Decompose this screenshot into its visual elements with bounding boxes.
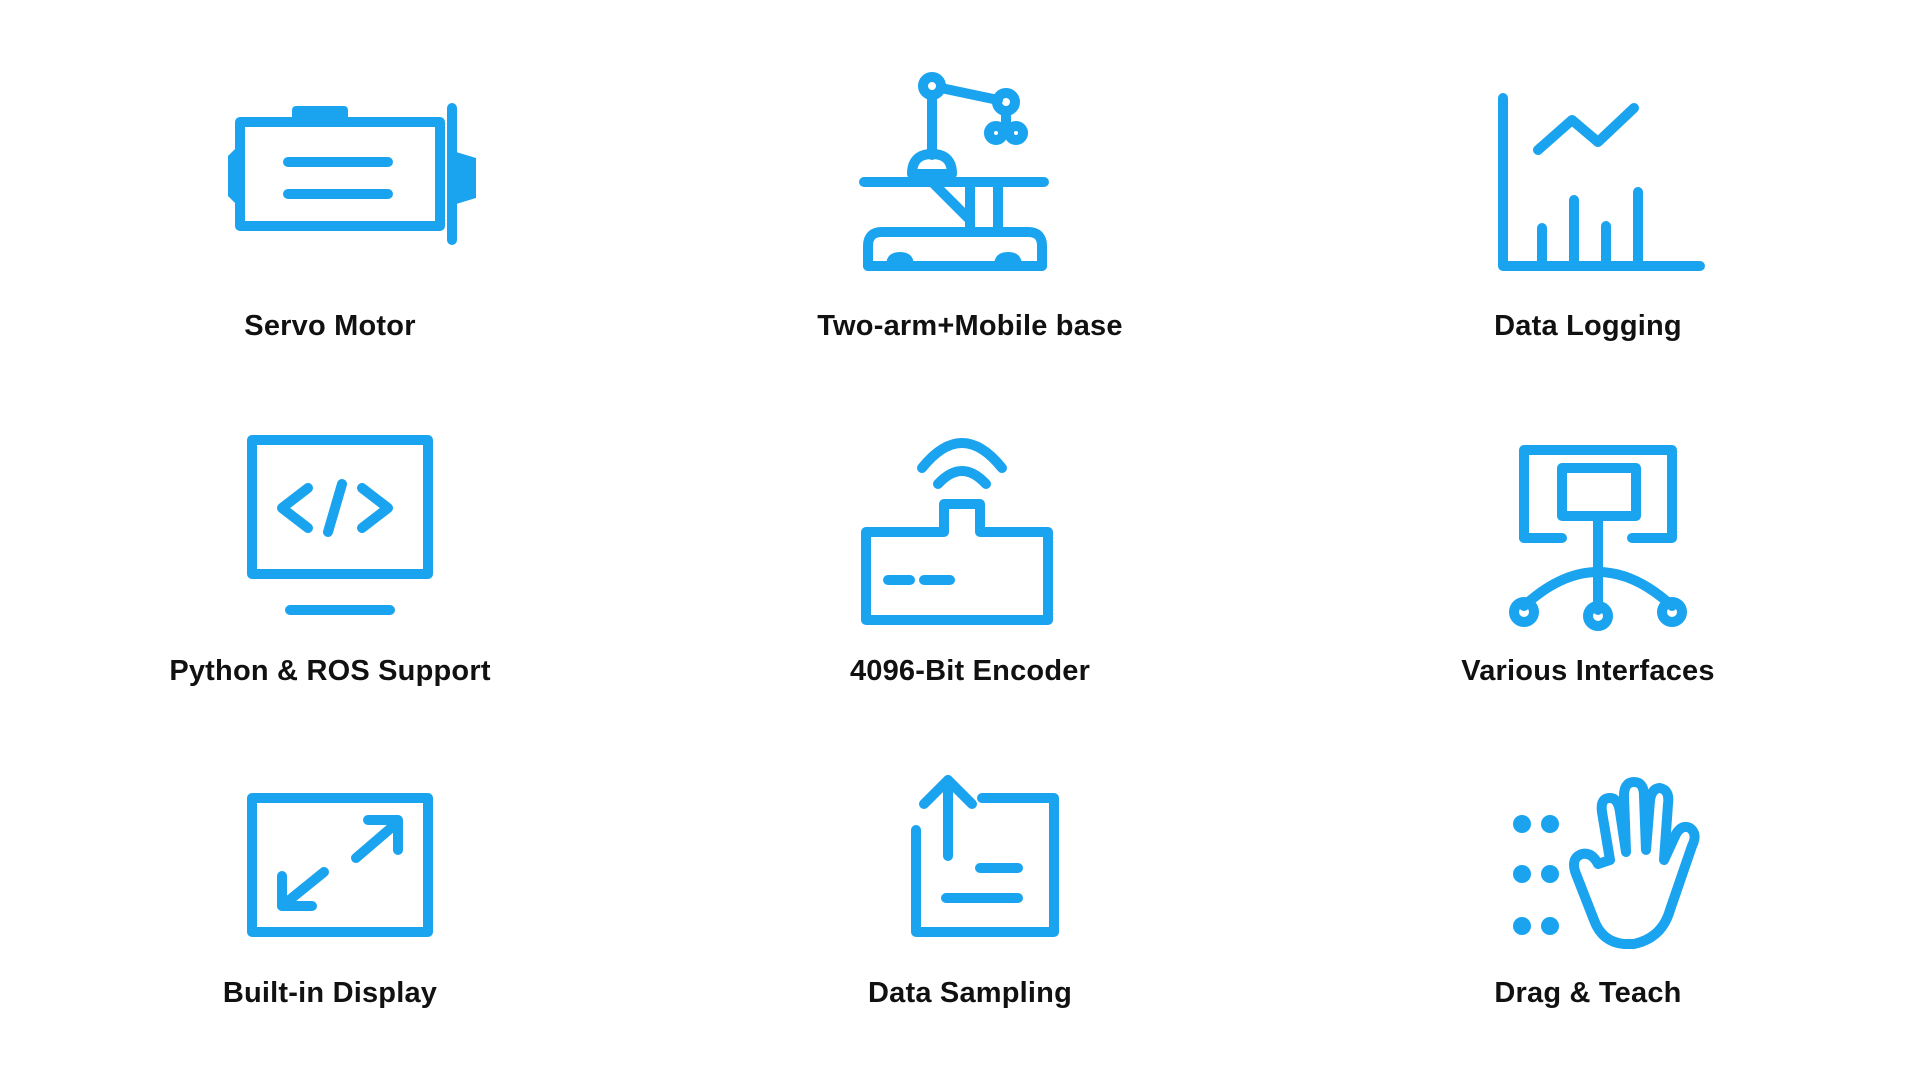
wireless-encoder-icon	[820, 420, 1120, 625]
feature-data-logging: Data Logging	[1268, 70, 1908, 370]
expand-display-icon	[180, 760, 480, 960]
feature-label: Servo Motor	[244, 310, 416, 342]
feature-two-arm-mobile-base: Two-arm+Mobile base	[650, 70, 1290, 370]
feature-label: Built-in Display	[222, 977, 438, 1009]
feature-label: Two-arm+Mobile base	[817, 310, 1123, 342]
feature-drag-teach: Drag & Teach	[1268, 760, 1908, 1060]
feature-various-interfaces: Various Interfaces	[1268, 420, 1908, 720]
feature-label: Various Interfaces	[1461, 655, 1715, 687]
feature-label: Data Logging	[1494, 310, 1682, 342]
feature-built-in-display: Built-in Display	[10, 760, 650, 1060]
servo-motor-icon	[180, 70, 480, 270]
feature-servo-motor: Servo Motor	[10, 70, 650, 370]
line-bar-chart-icon	[1438, 70, 1738, 271]
feature-label: Data Sampling	[867, 977, 1073, 1009]
interface-network-icon	[1438, 420, 1738, 631]
mobile-robot-arm-icon	[820, 70, 1120, 271]
feature-label: 4096-Bit Encoder	[849, 655, 1091, 687]
feature-python-ros-support: Python & ROS Support	[10, 420, 650, 720]
feature-4096-bit-encoder: 4096-Bit Encoder	[650, 420, 1290, 720]
feature-label: Python & ROS Support	[169, 655, 491, 687]
feature-label: Drag & Teach	[1494, 977, 1682, 1009]
upload-document-icon	[820, 760, 1120, 960]
code-monitor-icon	[180, 420, 480, 620]
hand-dots-icon	[1438, 760, 1738, 960]
feature-data-sampling: Data Sampling	[650, 760, 1290, 1060]
